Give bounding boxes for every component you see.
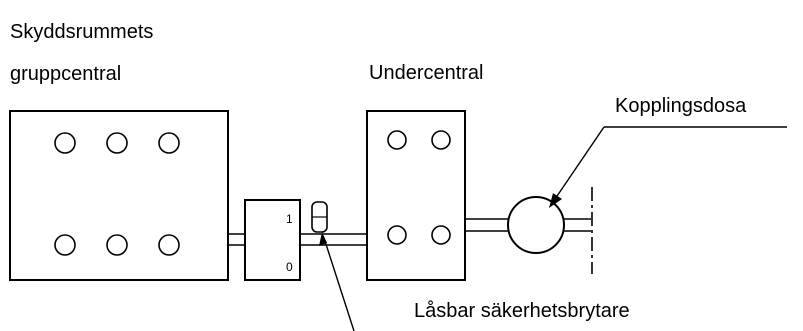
- group-central-title-line2: gruppcentral: [10, 63, 122, 85]
- cable-segment: [465, 218, 508, 232]
- sub-central-box: [366, 110, 466, 281]
- breaker-icon: [106, 132, 128, 154]
- sub-central-title: Undercentral: [369, 62, 484, 84]
- switch-leader: [323, 237, 355, 331]
- breaker-icon: [54, 234, 76, 256]
- breaker-icon: [54, 132, 76, 154]
- cable-segment: [300, 233, 367, 246]
- junction-box-leader: [552, 126, 787, 203]
- group-central-box: [9, 110, 229, 281]
- breaker-icon: [158, 132, 180, 154]
- breaker-icon: [387, 130, 407, 150]
- breaker-icon: [431, 130, 451, 150]
- junction-box-icon: [507, 196, 565, 254]
- breaker-icon: [106, 234, 128, 256]
- breaker-icon: [431, 225, 451, 245]
- cable-segment: [564, 218, 591, 232]
- safety-switch-box: [244, 199, 301, 281]
- breaker-icon: [158, 234, 180, 256]
- switch-on-label: 1: [286, 212, 293, 226]
- breaker-icon: [387, 225, 407, 245]
- arrowhead-icon: [319, 232, 327, 246]
- safety-switch-label: Låsbar säkerhetsbrytare: [414, 300, 630, 322]
- switch-off-label: 0: [286, 260, 293, 274]
- cable-segment: [228, 233, 245, 246]
- junction-box-label: Kopplingsdosa: [615, 95, 747, 117]
- group-central-title-line1: Skyddsrummets: [10, 21, 154, 43]
- sub-central-breakers: [387, 130, 451, 245]
- arrowhead-icon: [549, 193, 562, 208]
- group-central-breakers: [54, 132, 180, 256]
